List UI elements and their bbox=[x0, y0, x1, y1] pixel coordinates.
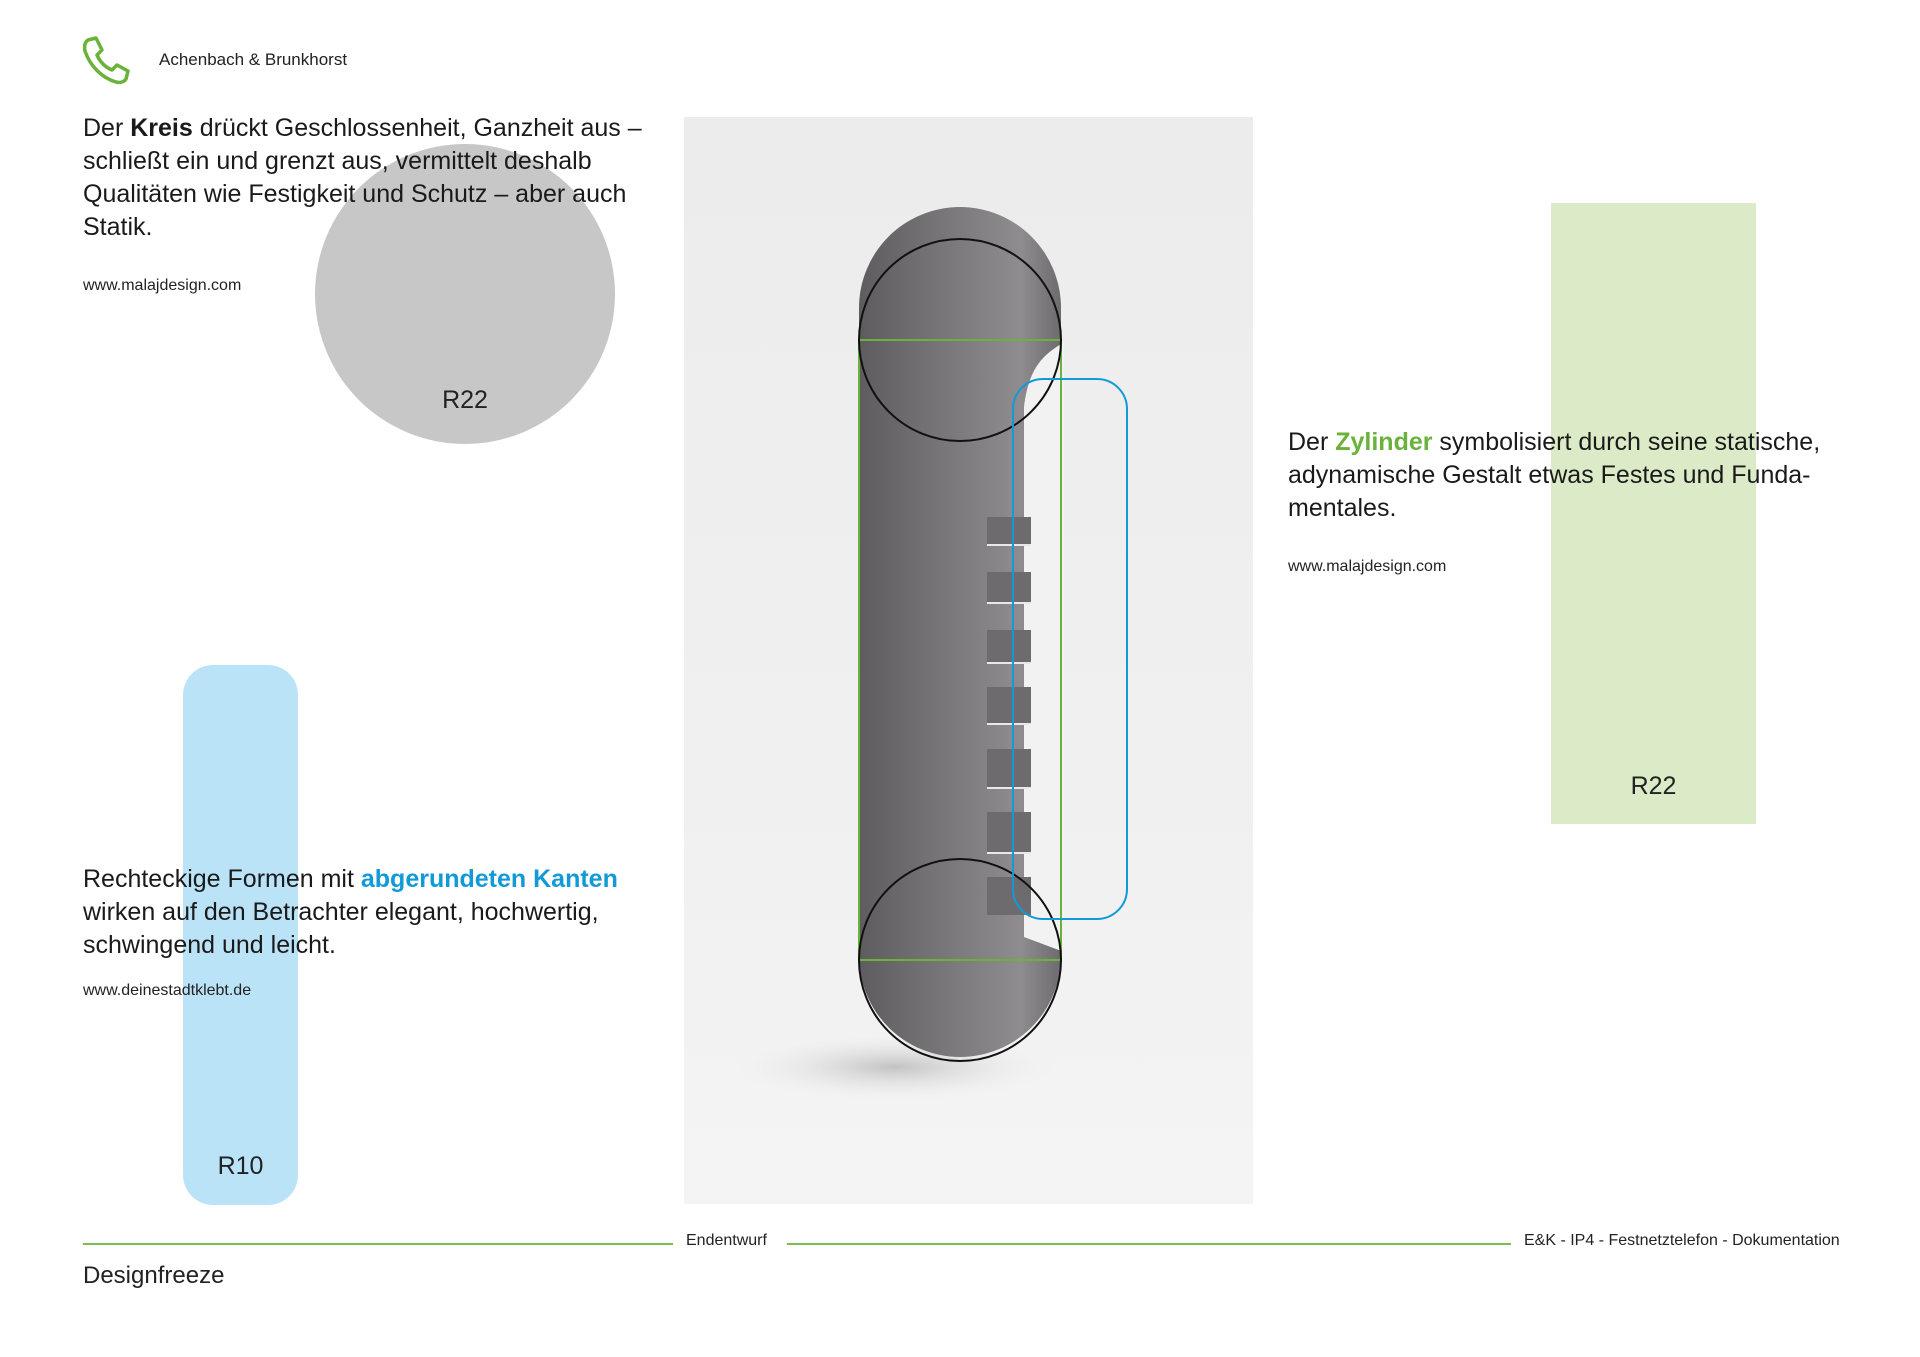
cylinder-source-link: www.malajdesign.com bbox=[1288, 558, 1447, 575]
cylinder-shape bbox=[1551, 203, 1756, 824]
footer-rule-left bbox=[83, 1243, 673, 1245]
rounded-rect-radius-label: R10 bbox=[217, 1152, 264, 1180]
footer-rule-right bbox=[787, 1243, 1511, 1245]
rounded-rect-source-link: www.deinestadtklebt.de bbox=[83, 982, 252, 999]
rounded-rect-shape bbox=[183, 665, 298, 1205]
circle-keyword: Kreis bbox=[130, 114, 193, 142]
phone-icon bbox=[82, 36, 130, 85]
brand-name: Achenbach & Brunkhorst bbox=[159, 50, 348, 69]
rounded-rect-description: Rechteckige Formen mit abgerundeten Kant… bbox=[83, 865, 618, 959]
product-render bbox=[684, 117, 1253, 1204]
bottom-circle-guide bbox=[858, 858, 1062, 1062]
circle-source-link: www.malajdesign.com bbox=[83, 277, 242, 294]
footer-chapter: Endentwurf bbox=[686, 1232, 767, 1249]
page-title: Designfreeze bbox=[83, 1262, 225, 1289]
circle-shape bbox=[315, 144, 615, 444]
cylinder-radius-label: R22 bbox=[1630, 772, 1677, 800]
cylinder-keyword: Zylinder bbox=[1335, 428, 1433, 456]
top-circle-guide bbox=[858, 238, 1062, 442]
footer-document: E&K - IP4 - Festnetztelefon - Dokumentat… bbox=[1524, 1232, 1840, 1249]
cylinder-description: Der Zylinder symbolisiert durch seine st… bbox=[1288, 428, 1821, 522]
circle-description: Der Kreis drückt Geschlossenheit, Ganzhe… bbox=[83, 114, 642, 241]
keypad bbox=[987, 517, 1031, 915]
cylinder-guide bbox=[858, 339, 1062, 961]
circle-radius-label: R22 bbox=[442, 386, 488, 414]
rounded-rect-keyword: abgerundeten Kanten bbox=[360, 865, 618, 893]
rounded-rect-guide bbox=[1012, 378, 1128, 920]
